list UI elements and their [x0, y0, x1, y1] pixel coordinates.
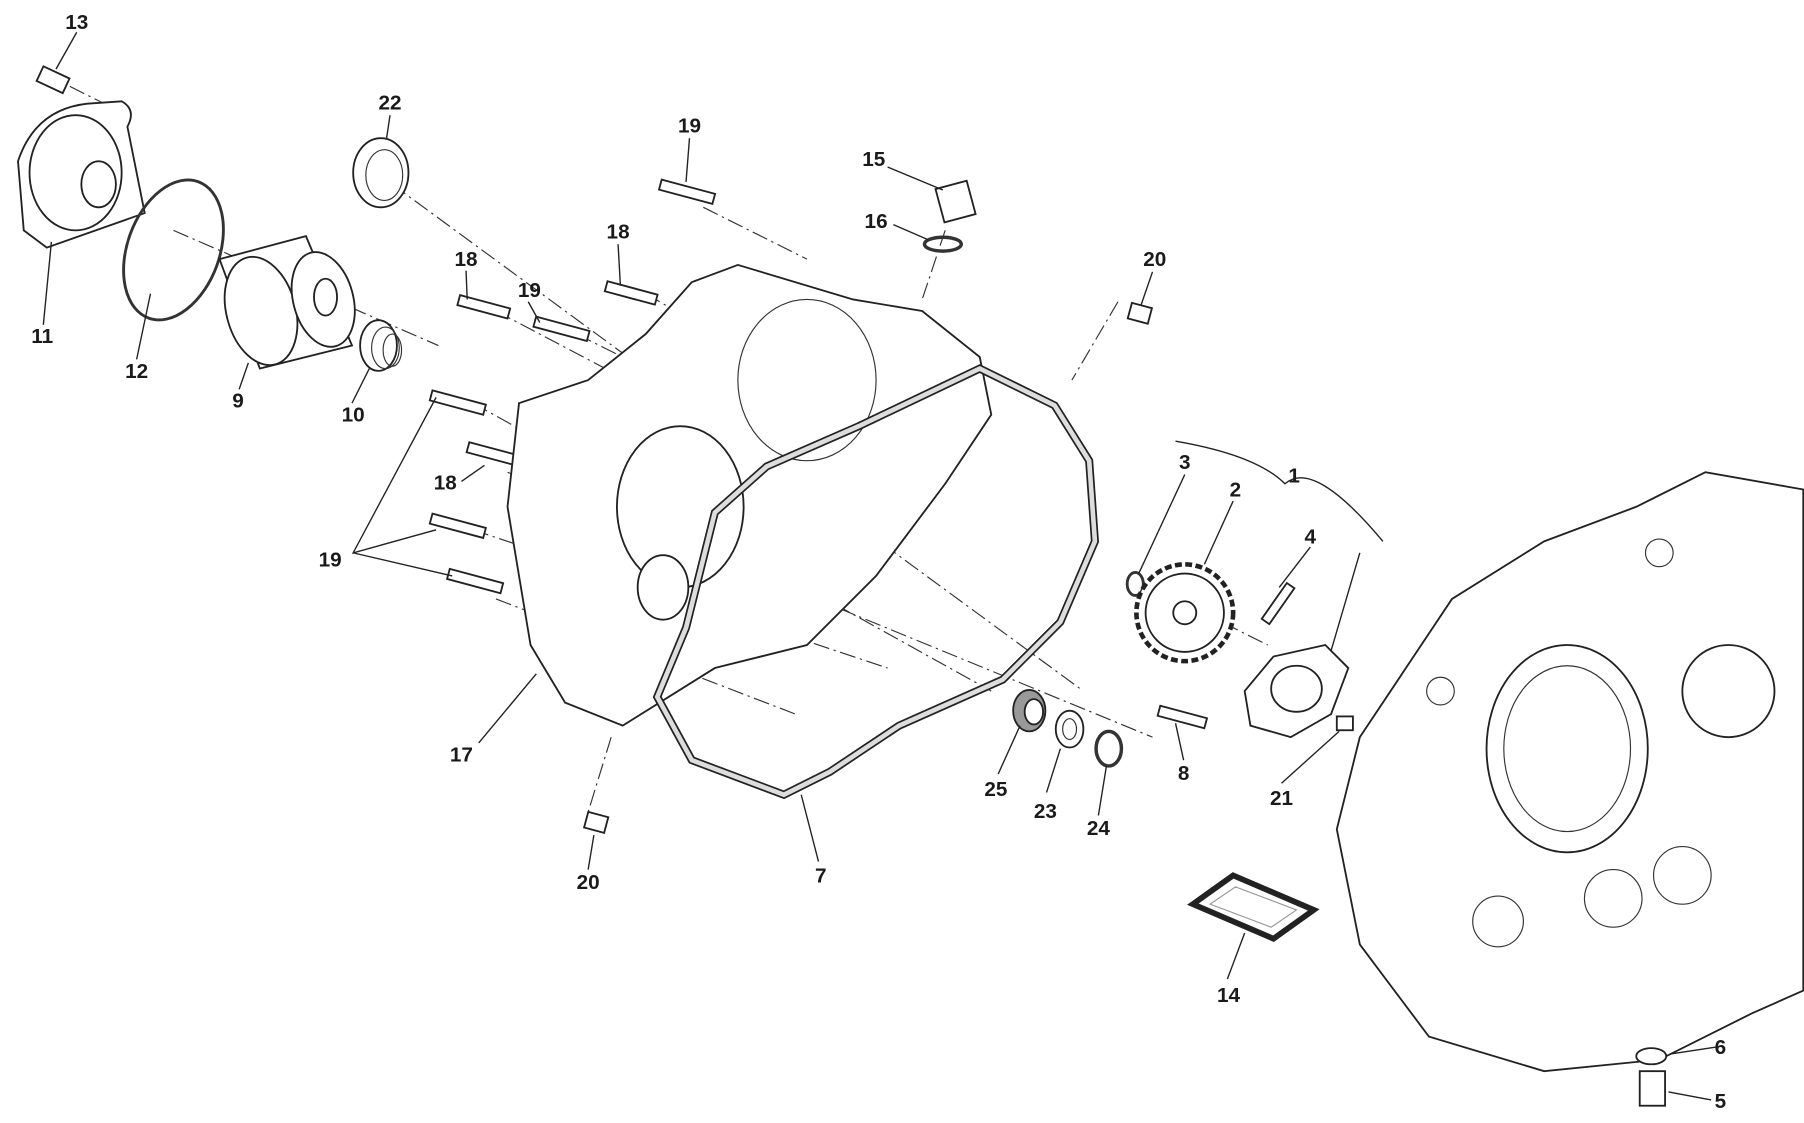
callout-label: 4 [1305, 526, 1317, 549]
plug-15 [934, 179, 977, 224]
callout-label: 1 [1288, 465, 1300, 488]
callout-label: 22 [379, 91, 402, 114]
callout-label: 3 [1179, 451, 1191, 474]
callout-label: 6 [1715, 1036, 1727, 1059]
callout-label: 13 [65, 11, 88, 34]
callout-label: 10 [342, 404, 365, 427]
gasket [652, 364, 1100, 800]
washer-23 [1054, 709, 1085, 749]
callout-label: 11 [31, 325, 53, 348]
crankcase-cover [506, 263, 993, 727]
bolt-13 [35, 65, 71, 95]
callout-label: 8 [1178, 762, 1190, 785]
o-ring-12 [122, 178, 225, 322]
callout-label: 21 [1270, 787, 1293, 810]
callout-label: 25 [984, 778, 1007, 801]
callout-label: 18 [434, 472, 457, 495]
oil-filter-cover [17, 100, 146, 249]
callout-label: 19 [518, 279, 541, 302]
callout-label: 14 [1217, 984, 1241, 1007]
callout-label: 19 [678, 114, 701, 137]
oil-strainer [1186, 872, 1320, 942]
gear-2 [1134, 562, 1236, 664]
oil-pump-body [1243, 643, 1350, 739]
callout-label: 16 [865, 210, 888, 233]
callout-label: 2 [1230, 478, 1242, 501]
callout-label: 7 [815, 864, 827, 887]
dowel-pins [582, 301, 1354, 834]
drain-bolt-5 [1638, 1070, 1666, 1107]
washer-6 [1635, 1047, 1668, 1066]
callout-label: 5 [1715, 1090, 1727, 1113]
callout-label: 20 [1143, 248, 1166, 271]
plug-22 [352, 137, 410, 209]
crankcase [1335, 471, 1804, 1073]
callout-label: 19 [319, 549, 342, 572]
callout-label: 18 [455, 248, 478, 271]
callout-labels: 13 22 19 15 16 18 20 11 12 9 10 18 19 1 … [31, 11, 1726, 1113]
oil-seal-25 [1012, 689, 1047, 733]
oil-filter-9 [218, 235, 356, 370]
leader-lines [42, 31, 1717, 1101]
circlip-24 [1094, 729, 1124, 768]
callout-label: 15 [862, 148, 885, 171]
callout-label: 17 [450, 743, 473, 766]
callout-label: 24 [1087, 817, 1111, 840]
callout-label: 23 [1034, 800, 1057, 823]
circlip-3 [1125, 571, 1145, 597]
o-ring-16 [922, 235, 964, 253]
callout-label: 12 [125, 360, 148, 383]
callout-label: 20 [577, 871, 600, 894]
pin-4 [1260, 581, 1296, 626]
callout-label: 18 [607, 220, 630, 243]
callout-label: 9 [232, 390, 244, 413]
spring-10 [359, 319, 403, 372]
